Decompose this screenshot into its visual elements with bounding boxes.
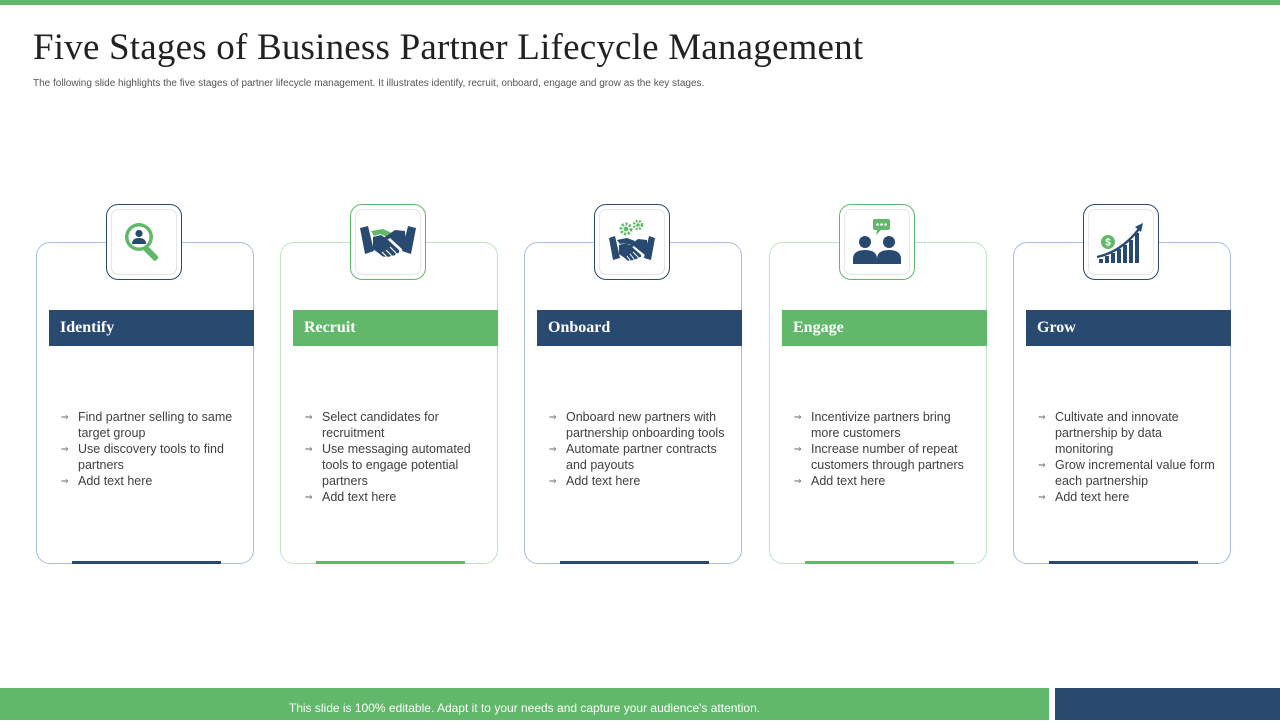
card-bottom-accent xyxy=(72,561,221,564)
stage-card-identify: Identify Find partner selling to same ta… xyxy=(36,204,254,564)
stage-bullets: Incentivize partners bring more customer… xyxy=(794,409,974,489)
people-chat-icon xyxy=(853,219,901,264)
bullet-item: Cultivate and innovate partnership by da… xyxy=(1038,409,1218,457)
stage-card-onboard: Onboard Onboard new partners with partne… xyxy=(524,204,742,564)
stage-bullets: Find partner selling to same target grou… xyxy=(61,409,241,489)
footer-accent-block xyxy=(1055,688,1280,720)
stage-bullets: Onboard new partners with partnership on… xyxy=(549,409,729,489)
stage-card-grow: $ Grow Cultivate and innovate partnershi… xyxy=(1013,204,1231,564)
stage-label: Onboard xyxy=(537,310,742,346)
stage-label: Engage xyxy=(782,310,987,346)
bullet-item: Grow incremental value form each partner… xyxy=(1038,457,1218,489)
icon-frame xyxy=(350,204,426,280)
icon-frame xyxy=(106,204,182,280)
page-subtitle: The following slide highlights the five … xyxy=(33,78,705,89)
card-bottom-accent xyxy=(805,561,954,564)
card-bottom-accent xyxy=(1049,561,1198,564)
stage-card-recruit: Recruit Select candidates for recruitmen… xyxy=(280,204,498,564)
bullet-item: Add text here xyxy=(61,473,241,489)
svg-text:$: $ xyxy=(1105,238,1111,249)
bullet-item: Use discovery tools to find partners xyxy=(61,441,241,473)
bullet-item: Onboard new partners with partnership on… xyxy=(549,409,729,441)
icon-frame xyxy=(839,204,915,280)
footer-banner: This slide is 100% editable. Adapt it to… xyxy=(0,688,1049,720)
growth-chart-icon: $ xyxy=(1096,223,1143,263)
card-bottom-accent xyxy=(316,561,465,564)
bullet-item: Increase number of repeat customers thro… xyxy=(794,441,974,473)
card-bottom-accent xyxy=(560,561,709,564)
bullet-item: Find partner selling to same target grou… xyxy=(61,409,241,441)
stage-label: Identify xyxy=(49,310,254,346)
bullet-item: Use messaging automated tools to engage … xyxy=(305,441,485,489)
search-person-icon xyxy=(125,223,159,261)
bullet-item: Select candidates for recruitment xyxy=(305,409,485,441)
icon-frame xyxy=(594,204,670,280)
bullet-item: Add text here xyxy=(305,489,485,505)
handshake-icon xyxy=(360,226,416,257)
icon-frame: $ xyxy=(1083,204,1159,280)
bullet-item: Incentivize partners bring more customer… xyxy=(794,409,974,441)
bullet-item: Add text here xyxy=(549,473,729,489)
page-title: Five Stages of Business Partner Lifecycl… xyxy=(33,27,864,68)
bullet-item: Add text here xyxy=(1038,489,1218,505)
stage-label: Recruit xyxy=(293,310,498,346)
bullet-item: Automate partner contracts and payouts xyxy=(549,441,729,473)
bullet-item: Add text here xyxy=(794,473,974,489)
stage-card-engage: Engage Incentivize partners bring more c… xyxy=(769,204,987,564)
handshake-gears-icon xyxy=(609,219,655,261)
stage-label: Grow xyxy=(1026,310,1231,346)
stage-bullets: Select candidates for recruitment Use me… xyxy=(305,409,485,505)
stage-bullets: Cultivate and innovate partnership by da… xyxy=(1038,409,1218,505)
top-accent-bar xyxy=(0,0,1280,5)
